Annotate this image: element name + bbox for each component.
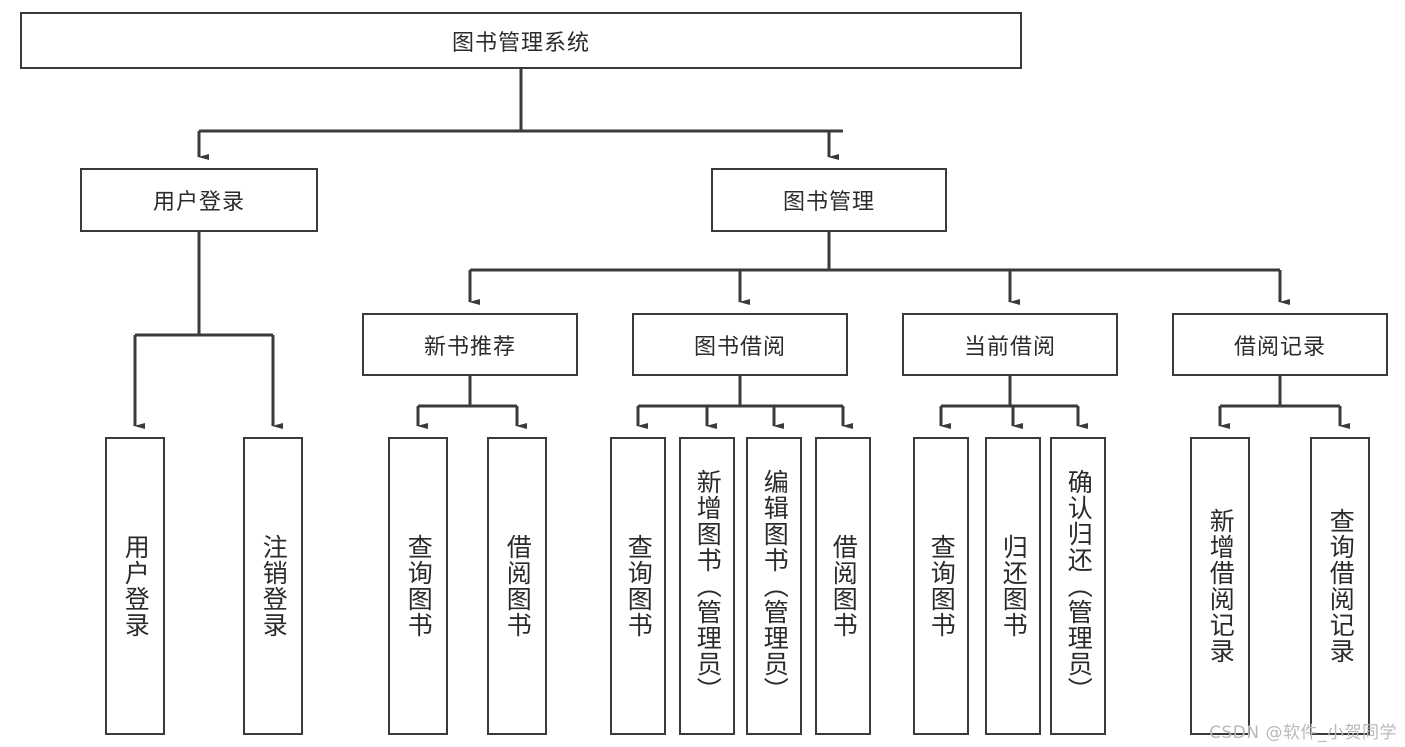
node-book-management[interactable]: 图书管理 xyxy=(711,168,947,232)
node-new-book-recommendation[interactable]: 新书推荐 xyxy=(362,313,578,376)
node-label: 查询借阅记录 xyxy=(1326,508,1356,664)
node-leaf-user-login[interactable]: 用户登录 xyxy=(105,437,165,735)
node-label: 新增借阅记录 xyxy=(1206,508,1236,664)
node-borrowing-record[interactable]: 借阅记录 xyxy=(1172,313,1388,376)
node-label: 借阅图书 xyxy=(503,534,533,638)
node-label: 用户登录 xyxy=(152,190,245,215)
node-root-book-management-system[interactable]: 图书管理系统 xyxy=(20,12,1022,69)
node-label: 查询图书 xyxy=(927,534,957,638)
node-label: 用户登录 xyxy=(121,534,151,638)
node-label: 新增图书（管理员） xyxy=(693,469,723,703)
node-label: 借阅图书 xyxy=(829,534,859,638)
node-leaf-borrow-book-borrowing[interactable]: 借阅图书 xyxy=(815,437,871,735)
node-leaf-query-book-borrowing[interactable]: 查询图书 xyxy=(610,437,666,735)
node-current-borrowing[interactable]: 当前借阅 xyxy=(902,313,1118,376)
node-leaf-add-borrowing-record[interactable]: 新增借阅记录 xyxy=(1190,437,1250,735)
node-user-login[interactable]: 用户登录 xyxy=(80,168,318,232)
node-leaf-return-book[interactable]: 归还图书 xyxy=(985,437,1041,735)
node-label: 新书推荐 xyxy=(423,334,516,360)
node-leaf-query-book-recommendation[interactable]: 查询图书 xyxy=(388,437,448,735)
node-label: 确认归还（管理员） xyxy=(1064,469,1094,703)
node-label: 图书借阅 xyxy=(693,334,786,360)
node-label: 图书管理系统 xyxy=(451,30,590,56)
node-leaf-confirm-return-admin[interactable]: 确认归还（管理员） xyxy=(1050,437,1106,735)
node-leaf-borrow-book-recommendation[interactable]: 借阅图书 xyxy=(487,437,547,735)
node-label: 查询图书 xyxy=(404,534,434,638)
node-leaf-query-borrowing-record[interactable]: 查询借阅记录 xyxy=(1310,437,1370,735)
node-label: 编辑图书（管理员） xyxy=(760,469,790,703)
node-label: 当前借阅 xyxy=(963,334,1056,360)
node-book-borrowing[interactable]: 图书借阅 xyxy=(632,313,848,376)
node-label: 借阅记录 xyxy=(1233,334,1326,360)
node-leaf-edit-book-admin[interactable]: 编辑图书（管理员） xyxy=(746,437,802,735)
node-leaf-logout[interactable]: 注销登录 xyxy=(243,437,303,735)
node-label: 注销登录 xyxy=(259,534,289,638)
node-label: 归还图书 xyxy=(999,534,1029,638)
node-leaf-query-book-current[interactable]: 查询图书 xyxy=(913,437,969,735)
node-label: 图书管理 xyxy=(782,190,875,215)
node-leaf-add-book-admin[interactable]: 新增图书（管理员） xyxy=(679,437,735,735)
watermark-text: CSDN @软件_小贺同学 xyxy=(1209,723,1397,743)
node-label: 查询图书 xyxy=(624,534,654,638)
